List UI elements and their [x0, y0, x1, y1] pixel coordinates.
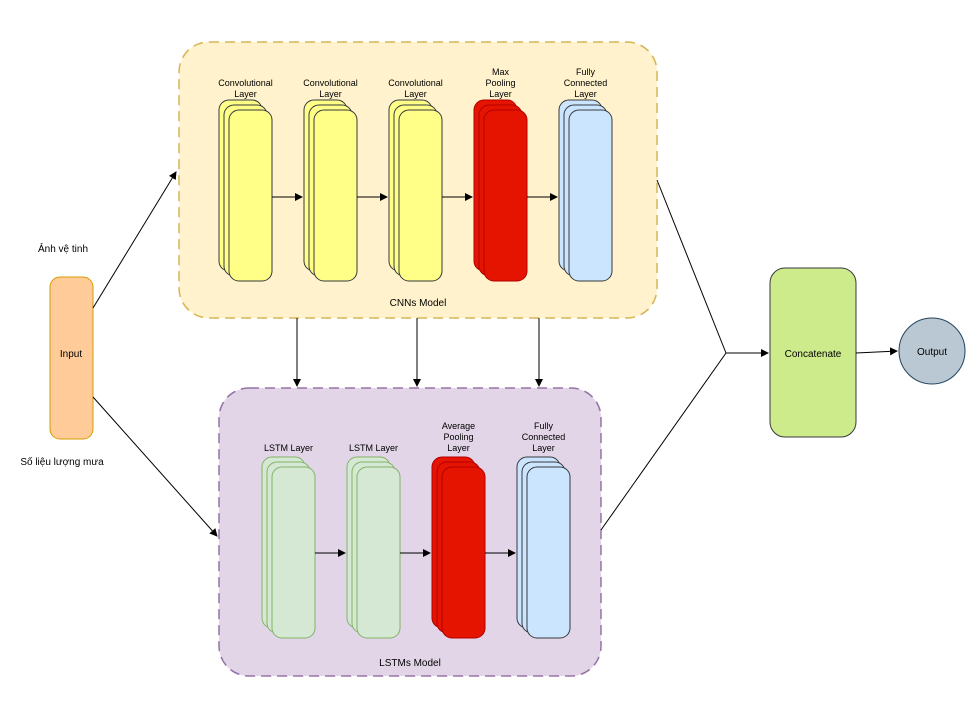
cnn-layer-3-label: Layer: [404, 89, 427, 99]
cnn-layer-2-label: Layer: [319, 89, 342, 99]
lstm-layer-4-block: [526, 466, 571, 639]
cnn-layer-3-label: Convolutional: [388, 78, 443, 88]
concat-to-output-edge: [855, 347, 898, 356]
cnn-layer-5-label: Connected: [564, 78, 608, 88]
cnn-layer-4-label: Max: [492, 67, 510, 77]
satellite-image-label: Ảnh vệ tinh: [38, 242, 88, 255]
lstm-layer-1-block: [271, 466, 316, 639]
cnn-layer-1-label: Convolutional: [218, 78, 273, 88]
cnn-layer-3-block: [398, 109, 443, 282]
cnn-layer-1-label: Layer: [234, 89, 257, 99]
cnn-layer-2-block: [313, 109, 358, 282]
cnn-layer-4-label: Layer: [489, 89, 512, 99]
concatenate-label: Concatenate: [785, 349, 842, 360]
cnn-layer-1-block: [228, 109, 273, 282]
lstm-layer-2-label: LSTM Layer: [349, 443, 398, 453]
rainfall-data-label: Số liệu lượng mưa: [20, 456, 104, 468]
cnn-to-lstm-arrows: [293, 318, 543, 387]
lstm-model-label: LSTMs Model: [379, 658, 441, 669]
lstm-layer-3-label: Average: [442, 421, 475, 431]
lstm-layer-4-label: Layer: [532, 443, 555, 453]
lstm-layer-1: LSTM Layer: [261, 443, 316, 639]
lstm-layer-4-label: Fully: [534, 421, 554, 431]
cnn-layer-5-block: [568, 109, 613, 282]
lstm-layer-2-block: [356, 466, 401, 639]
cnn-layers: ConvolutionalLayerConvolutionalLayerConv…: [218, 67, 613, 282]
cnn-layer-5-label: Fully: [576, 67, 596, 77]
lstm-layer-3-label: Pooling: [443, 432, 473, 442]
lstm-layer-3-label: Layer: [447, 443, 470, 453]
lstm-layer-3-block: [441, 466, 486, 639]
cnn-model-label: CNNs Model: [390, 298, 447, 309]
cnn-layer-2-label: Convolutional: [303, 78, 358, 88]
lstm-layer-1-label: LSTM Layer: [264, 443, 313, 453]
cnn-layer-4-block: [483, 109, 528, 282]
input-node: [49, 276, 94, 440]
lstm-layer-2: LSTM Layer: [346, 443, 401, 639]
input-label: Input: [60, 349, 82, 360]
lstm-layer-4-label: Connected: [522, 432, 566, 442]
cnn-layer-5-label: Layer: [574, 89, 597, 99]
input-edges: [92, 171, 218, 537]
merge-edges: [600, 179, 769, 531]
output-node: [898, 317, 966, 385]
cnn-layer-4-label: Pooling: [485, 78, 515, 88]
output-label: Output: [917, 347, 947, 358]
